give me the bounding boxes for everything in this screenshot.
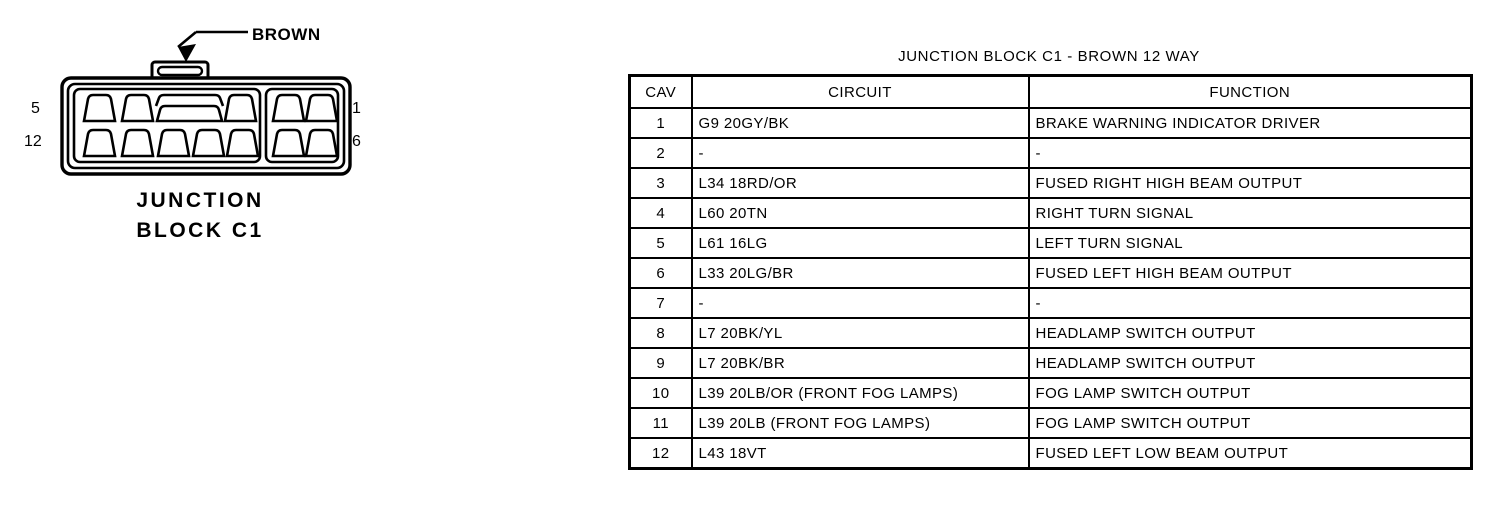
cavity-3 <box>223 93 258 123</box>
pinout-table-title: JUNCTION BLOCK C1 - BROWN 12 WAY <box>898 48 1200 65</box>
table-row: 2-- <box>628 137 1473 169</box>
table-row: 7-- <box>628 287 1473 319</box>
cell-function: RIGHT TURN SIGNAL <box>1027 197 1473 229</box>
cell-circuit: L39 20LB/OR (FRONT FOG LAMPS) <box>690 377 1030 409</box>
connector-illustration-panel: BROWN 5 12 1 6 JUNCTION BLOCK C1 <box>0 0 620 528</box>
connector-caption-line2: BLOCK C1 <box>136 219 264 242</box>
cavity-7 <box>271 128 306 158</box>
pinout-table-panel: JUNCTION BLOCK C1 - BROWN 12 WAY CAV CIR… <box>626 0 1486 528</box>
cell-cav: 3 <box>628 167 693 199</box>
cell-cav: 11 <box>628 407 693 439</box>
cell-circuit: - <box>690 137 1030 169</box>
brown-callout-label: BROWN <box>252 25 321 44</box>
cell-function: HEADLAMP SWITCH OUTPUT <box>1027 317 1473 349</box>
connector-caption-line1: JUNCTION <box>136 189 264 212</box>
cell-function: FOG LAMP SWITCH OUTPUT <box>1027 377 1473 409</box>
cell-function: FUSED LEFT HIGH BEAM OUTPUT <box>1027 257 1473 289</box>
cell-circuit: L34 18RD/OR <box>690 167 1030 199</box>
cell-circuit: L7 20BK/BR <box>690 347 1030 379</box>
column-header-function: FUNCTION <box>1027 74 1473 109</box>
cavity-keyway-slot <box>155 104 224 123</box>
pin-label-left-bottom: 12 <box>24 133 42 150</box>
pin-label-left-top: 5 <box>31 100 40 117</box>
cell-cav: 12 <box>628 437 693 470</box>
connector-latch-tab <box>150 60 210 82</box>
cell-circuit: - <box>690 287 1030 319</box>
cavity-8 <box>225 128 260 158</box>
pin-label-right-top: 1 <box>352 100 361 117</box>
cell-circuit: L7 20BK/YL <box>690 317 1030 349</box>
connector-main-cavity-group <box>72 87 262 164</box>
cell-circuit: L43 18VT <box>690 437 1030 470</box>
cell-circuit: L39 20LB (FRONT FOG LAMPS) <box>690 407 1030 439</box>
cell-cav: 4 <box>628 197 693 229</box>
cell-function: FUSED LEFT LOW BEAM OUTPUT <box>1027 437 1473 470</box>
cavity-2 <box>271 93 306 123</box>
cavity-9 <box>191 128 226 158</box>
cell-cav: 1 <box>628 107 693 139</box>
cell-function: FUSED RIGHT HIGH BEAM OUTPUT <box>1027 167 1473 199</box>
cell-function: LEFT TURN SIGNAL <box>1027 227 1473 259</box>
connector-secondary-cavity-group <box>264 87 340 164</box>
cell-circuit: L61 16LG <box>690 227 1030 259</box>
column-header-circuit: CIRCUIT <box>690 74 1030 109</box>
cavity-4 <box>120 93 155 123</box>
cell-cav: 8 <box>628 317 693 349</box>
cell-circuit: G9 20GY/BK <box>690 107 1030 139</box>
cell-cav: 5 <box>628 227 693 259</box>
cell-function: - <box>1027 287 1473 319</box>
table-header-row: CAV CIRCUIT FUNCTION <box>628 74 1473 109</box>
pin-label-right-bottom: 6 <box>352 133 361 150</box>
cavity-5 <box>82 93 117 123</box>
keyway-upper-outline <box>154 93 225 107</box>
cell-function: - <box>1027 137 1473 169</box>
cell-function: FOG LAMP SWITCH OUTPUT <box>1027 407 1473 439</box>
cavity-12 <box>82 128 117 158</box>
cell-cav: 2 <box>628 137 693 169</box>
cell-function: BRAKE WARNING INDICATOR DRIVER <box>1027 107 1473 139</box>
cell-cav: 6 <box>628 257 693 289</box>
cavity-11 <box>120 128 155 158</box>
cell-cav: 10 <box>628 377 693 409</box>
connector-face-diagram <box>60 30 352 176</box>
cavity-6 <box>304 128 339 158</box>
cavity-10 <box>156 128 191 158</box>
cell-cav: 9 <box>628 347 693 379</box>
cavity-1 <box>304 93 339 123</box>
cell-circuit: L33 20LG/BR <box>690 257 1030 289</box>
cell-circuit: L60 20TN <box>690 197 1030 229</box>
cell-function: HEADLAMP SWITCH OUTPUT <box>1027 347 1473 379</box>
connector-caption: JUNCTION BLOCK C1 <box>0 186 400 246</box>
cell-cav: 7 <box>628 287 693 319</box>
column-header-cav: CAV <box>628 74 693 109</box>
